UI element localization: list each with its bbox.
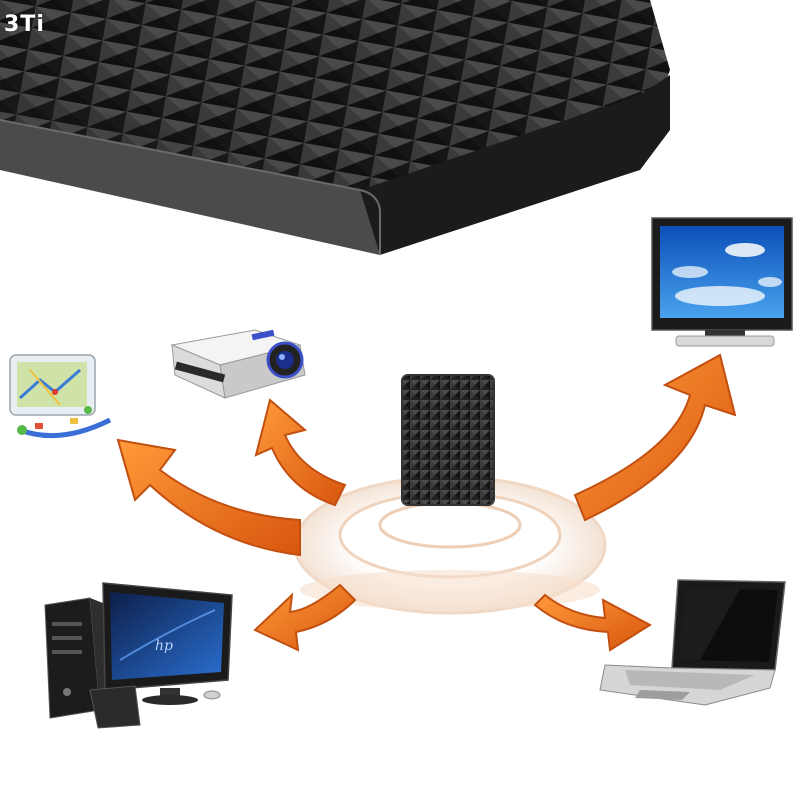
arrow-to-projector [254, 398, 347, 507]
hard-drive-small [401, 374, 495, 506]
signal-rings [293, 475, 607, 615]
lcd-tv-device [651, 217, 793, 347]
arrow-to-tv [573, 353, 737, 522]
svg-text:hp: hp [155, 638, 173, 654]
desktop-computer-device: hp [44, 582, 233, 729]
hard-drive-closeup [0, 0, 670, 255]
watermark-text: 3Ti [4, 12, 45, 37]
projector-device [170, 329, 306, 399]
arrow-to-laptop [533, 593, 652, 652]
gps-navigator-device [9, 354, 112, 439]
arrow-to-computer [253, 583, 357, 652]
arrow-to-gps [116, 438, 301, 557]
laptop-device [599, 579, 786, 706]
